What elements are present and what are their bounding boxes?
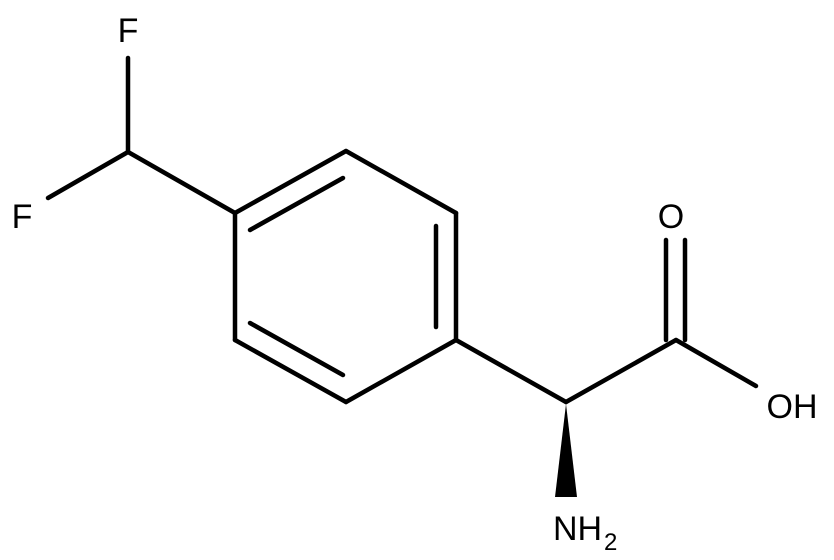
bond-c-f-left xyxy=(45,149,131,201)
atom-label-hydroxyl: OH xyxy=(767,388,818,426)
wedge-bond-amine xyxy=(555,404,577,497)
ring-bond-4 xyxy=(343,337,459,405)
ring-bond-1 xyxy=(232,148,349,216)
bond-ring-alpha-carbon xyxy=(453,337,569,405)
bond-carboxyl-oh xyxy=(673,337,759,389)
ring-bond-2 xyxy=(343,148,459,216)
ring-bond-1-inner xyxy=(247,175,346,233)
ring-bond-5-inner xyxy=(247,320,346,378)
atom-label-carbonyl-oxygen: O xyxy=(658,198,684,236)
atom-label-amine: NH xyxy=(553,510,602,548)
atom-label-f-top: F xyxy=(118,12,139,50)
bond-alpha-carbon-carboxyl xyxy=(563,337,679,405)
atom-label-amine-subscript: 2 xyxy=(604,529,617,556)
atom-label-f-left: F xyxy=(12,198,33,236)
bond-chf2-ring xyxy=(125,149,238,216)
ring-bond-5 xyxy=(232,337,349,405)
